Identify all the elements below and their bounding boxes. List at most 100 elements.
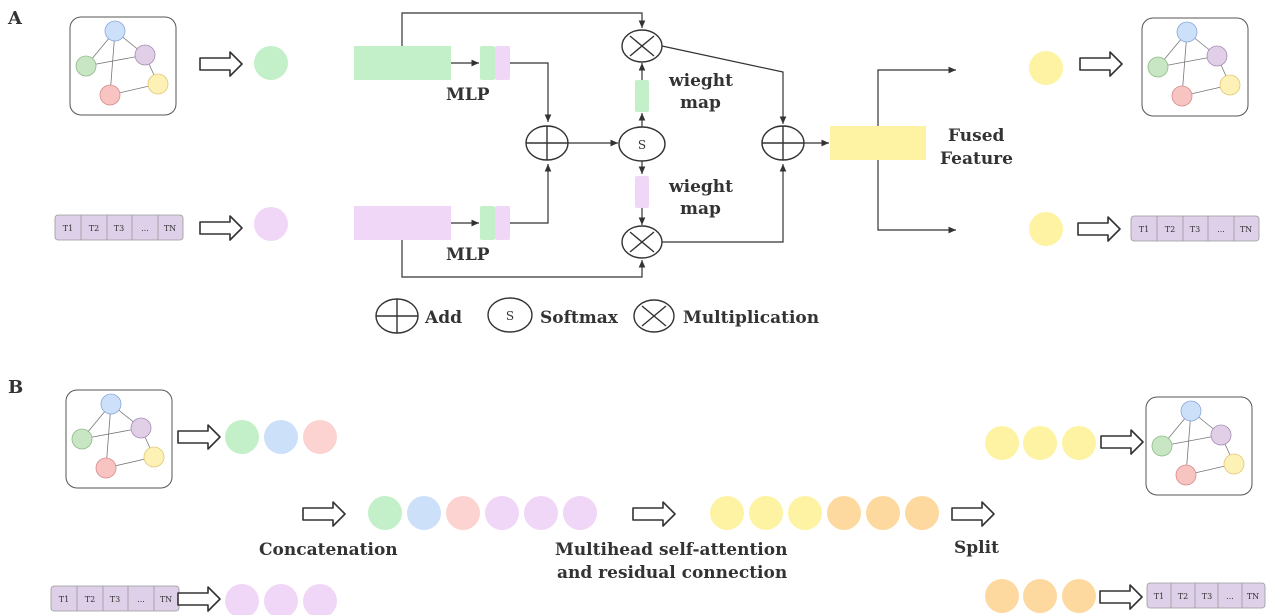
input-arrow-sequence-b: [177, 586, 221, 612]
concat-node-2: [407, 496, 441, 530]
weight-map-bottom: [635, 176, 649, 208]
legend-multiplication-label: Multiplication: [683, 308, 819, 328]
fused-node-sequence-output: [1029, 212, 1063, 246]
token-n: TN: [1240, 225, 1252, 234]
sequence-feature-bar: [354, 206, 451, 240]
token-2: T2: [1165, 225, 1175, 234]
token-n: TN: [1247, 592, 1259, 601]
graph-node-green-b: [225, 420, 259, 454]
token-1: T1: [1139, 225, 1149, 234]
token-ellipsis: ...: [1226, 592, 1234, 601]
graph-feature-bar: [354, 46, 451, 80]
split-node-seq-3: [1062, 579, 1096, 613]
token-1: T1: [63, 224, 73, 233]
legend-multiplication-icon: [633, 299, 675, 333]
mlp-top-green: [480, 46, 495, 80]
attn-node-2: [749, 496, 783, 530]
attn-node-6: [905, 496, 939, 530]
multiply-operator-top: [621, 29, 663, 63]
concatenation-label: Concatenation: [259, 540, 398, 560]
token-2: T2: [1178, 592, 1188, 601]
token-sequence-output-a: T1 T2 T3 ... TN: [1130, 215, 1260, 242]
sequence-node-2-b: [264, 584, 298, 615]
token-n: TN: [160, 595, 172, 604]
concatenation-arrow: [302, 501, 346, 527]
split-arrow: [951, 501, 995, 527]
output-graph-icon: [1141, 17, 1249, 117]
output-arrow-sequence-b: [1099, 584, 1143, 610]
token-ellipsis: ...: [137, 595, 145, 604]
input-arrow-graph-b: [177, 424, 221, 450]
attn-node-5: [866, 496, 900, 530]
token-n: TN: [164, 224, 176, 233]
legend-softmax-symbol: S: [506, 309, 514, 323]
multiply-operator-bottom: [621, 225, 663, 259]
input-arrow-graph: [199, 51, 243, 77]
split-node-seq-2: [1023, 579, 1057, 613]
attn-node-3: [788, 496, 822, 530]
attention-arrow: [632, 501, 676, 527]
msa-label-1: Multihead self-attention: [555, 540, 787, 560]
weight-map-top-label-2: map: [680, 93, 721, 113]
panel-a-label: A: [7, 8, 23, 29]
weight-map-top-label-1: wieght: [668, 71, 733, 91]
split-node-graph-2: [1023, 426, 1057, 460]
input-graph-icon-b: [65, 389, 173, 489]
token-3: T3: [1202, 592, 1212, 601]
concat-node-4: [485, 496, 519, 530]
legend-add-icon: [375, 298, 419, 334]
split-node-graph-3: [1062, 426, 1096, 460]
legend-add-label: Add: [424, 308, 462, 328]
output-arrow-graph-b: [1100, 429, 1144, 455]
split-label: Split: [954, 538, 999, 558]
add-operator-left: [525, 125, 569, 161]
input-arrow-sequence: [199, 215, 243, 241]
msa-label-2: and residual connection: [557, 563, 787, 583]
legend-softmax-label: Softmax: [540, 308, 619, 328]
attn-node-4: [827, 496, 861, 530]
token-2: T2: [89, 224, 99, 233]
output-arrow-sequence: [1077, 216, 1121, 242]
panel-b-label: B: [8, 377, 23, 398]
token-1: T1: [59, 595, 69, 604]
token-sequence-output-b: T1 T2 T3 ... TN: [1146, 582, 1266, 609]
concat-node-5: [524, 496, 558, 530]
token-3: T3: [1190, 225, 1200, 234]
fused-label-1: Fused: [948, 126, 1005, 146]
mlp-bottom-green: [480, 206, 495, 240]
sequence-node-1-b: [225, 584, 259, 615]
mlp-bottom-purple: [495, 206, 510, 240]
token-3: T3: [114, 224, 124, 233]
add-operator-right: [761, 125, 805, 161]
token-ellipsis: ...: [141, 224, 149, 233]
concat-node-3: [446, 496, 480, 530]
graph-feature-node: [254, 46, 288, 80]
mlp-bottom-label: MLP: [446, 245, 490, 265]
fused-label-2: Feature: [940, 149, 1013, 169]
weight-map-bottom-label-2: map: [680, 199, 721, 219]
fused-feature-bar: [830, 126, 926, 160]
token-sequence-input-b: T1 T2 T3 ... TN: [50, 585, 180, 612]
concat-node-6: [563, 496, 597, 530]
output-arrow-graph: [1079, 51, 1123, 77]
softmax-symbol: S: [638, 138, 646, 152]
token-ellipsis: ...: [1217, 225, 1225, 234]
token-sequence-input-a: T1 T2 T3 ... TN: [54, 214, 184, 241]
mlp-top-label: MLP: [446, 85, 490, 105]
token-3: T3: [110, 595, 120, 604]
token-1: T1: [1154, 592, 1164, 601]
split-node-graph-1: [985, 426, 1019, 460]
output-graph-icon-b: [1145, 396, 1253, 496]
legend-softmax-icon: [487, 297, 533, 333]
graph-node-blue-b: [264, 420, 298, 454]
attn-node-1: [710, 496, 744, 530]
concat-node-1: [368, 496, 402, 530]
sequence-feature-node: [254, 207, 288, 241]
input-graph-icon: [69, 16, 177, 116]
graph-node-pink-b: [303, 420, 337, 454]
split-node-seq-1: [985, 579, 1019, 613]
fused-node-graph-output: [1029, 51, 1063, 85]
weight-map-bottom-label-1: wieght: [668, 177, 733, 197]
weight-map-top: [635, 80, 649, 112]
